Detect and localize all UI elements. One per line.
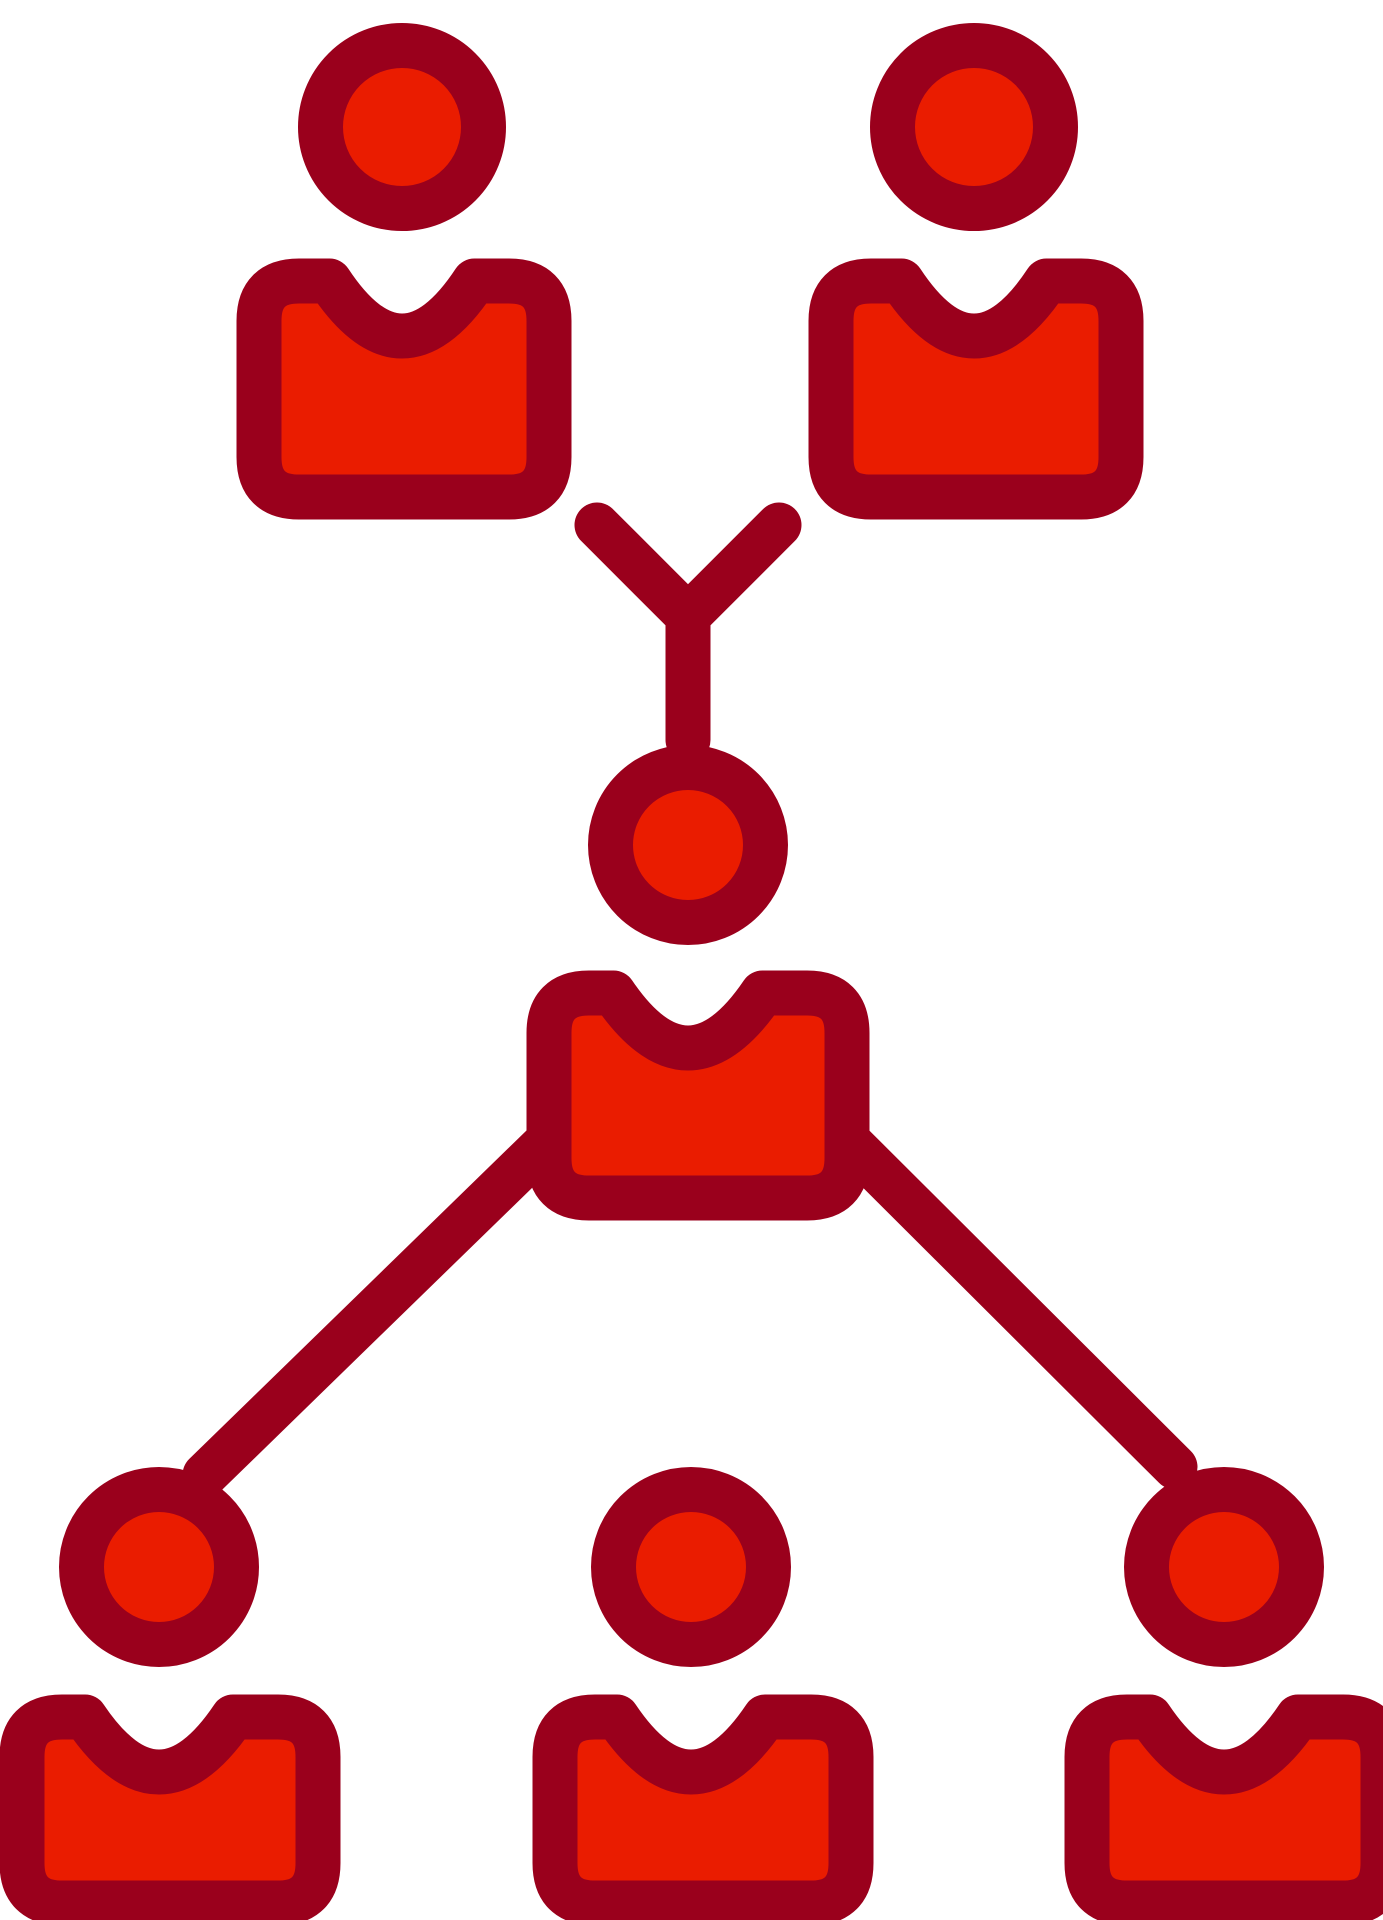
connector-lines (182, 502, 1198, 1498)
top-left-person (236, 23, 572, 520)
person-head (1124, 1467, 1324, 1667)
person-body (1064, 1694, 1383, 1920)
person-body (808, 258, 1144, 520)
person-head (870, 23, 1078, 231)
bottom-right-person (1064, 1467, 1383, 1920)
people-group (0, 23, 1383, 1920)
person-head (591, 1467, 791, 1667)
person-body (0, 1694, 341, 1920)
top-right-person (808, 23, 1144, 520)
branch-right-line (824, 1117, 1198, 1490)
bottom-left-person (0, 1467, 341, 1920)
person-head (298, 23, 506, 231)
bottom-middle-person (532, 1467, 874, 1920)
person-body (532, 1694, 874, 1920)
person-body (526, 970, 870, 1221)
person-body (236, 258, 572, 520)
branch-left-line (182, 1117, 572, 1498)
person-head (59, 1467, 259, 1667)
person-head (588, 745, 788, 945)
center-person (526, 745, 870, 1221)
